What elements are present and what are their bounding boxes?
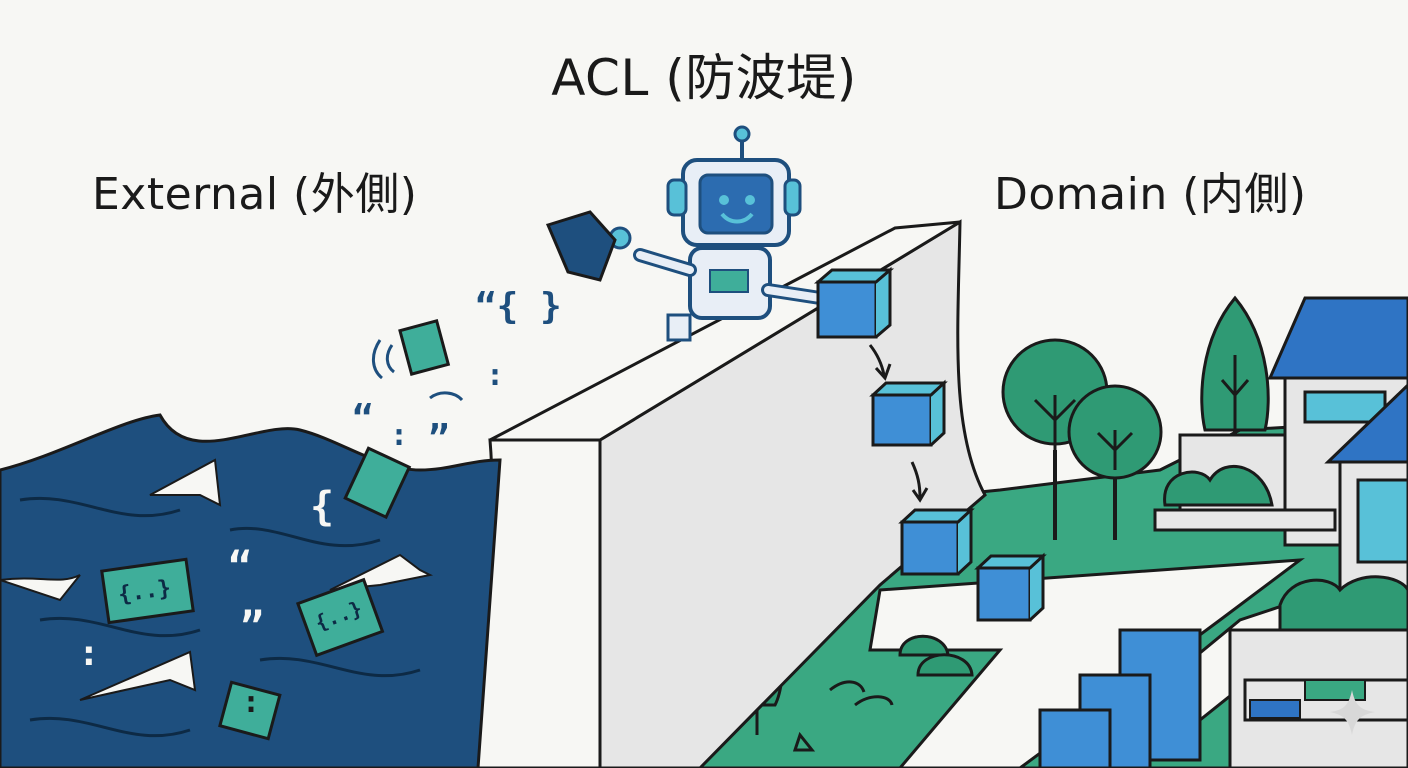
colon-glyph: : [390, 418, 408, 453]
cube-icon [974, 552, 1047, 622]
tree-tall-cypress [1200, 295, 1270, 470]
close-quote-glyph: ” [240, 604, 264, 650]
cube-icon [898, 506, 975, 576]
tree-mid-round [1067, 384, 1163, 540]
house-front [1228, 382, 1408, 768]
arrow-down-icon [910, 461, 929, 503]
brace-glyph: { [310, 484, 334, 530]
open-quote-glyph: “ [352, 398, 374, 439]
colon-glyph: : [486, 358, 504, 393]
cube-icon [869, 379, 948, 447]
colon-glyph: : [242, 685, 260, 720]
robot [608, 125, 827, 342]
document-icon [295, 577, 385, 658]
document-icon [100, 557, 195, 625]
quote-braces-glyph: “{ } [475, 286, 562, 327]
document-icon [398, 318, 451, 376]
document-icon [343, 446, 412, 520]
colon-glyph: : [78, 633, 100, 674]
close-quote-glyph: ” [428, 418, 450, 459]
page-title: ACL (防波堤) [551, 49, 857, 107]
external-label: External (外側) [92, 169, 418, 220]
domain-label: Domain (内側) [994, 169, 1307, 220]
stacked-blocks [1038, 628, 1202, 768]
sparkle-icon [1330, 690, 1375, 735]
splash-marks [372, 339, 464, 402]
cube-icon [813, 266, 895, 339]
open-quote-glyph: “ [228, 544, 252, 590]
front-bushes [792, 634, 974, 752]
document-icon [218, 680, 282, 741]
arrow-down-icon [868, 344, 892, 381]
document-icon [545, 210, 617, 282]
